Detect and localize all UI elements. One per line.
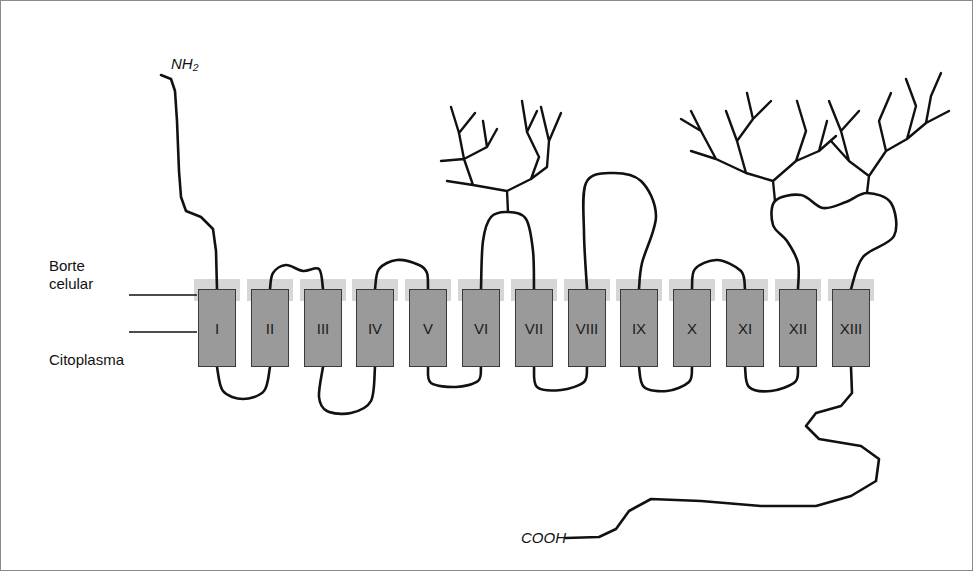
segment-number: I (215, 320, 219, 337)
peptide-loop (583, 173, 656, 289)
peptide-loop (375, 260, 428, 289)
chain-tails (161, 75, 879, 538)
peptide-loop (428, 367, 481, 387)
segment-number: II (266, 320, 274, 337)
transmembrane-segment: IV (356, 289, 394, 367)
segment-number: VII (525, 320, 543, 337)
peptide-loop (217, 367, 270, 399)
transmembrane-segment: X (673, 289, 711, 367)
peptide-loop (771, 193, 896, 289)
transmembrane-segment: XI (726, 289, 764, 367)
transmembrane-segment: VI (462, 289, 500, 367)
region-label: Citoplasma (49, 351, 149, 369)
membrane-boundary-lines (129, 295, 197, 332)
segment-number: XII (789, 320, 807, 337)
segment-number: XIII (840, 320, 863, 337)
transmembrane-segment: XII (779, 289, 817, 367)
segment-number: III (317, 320, 330, 337)
transmembrane-segment: IX (620, 289, 658, 367)
transmembrane-segment: II (251, 289, 289, 367)
peptide-loop (639, 367, 692, 391)
peptide-loop (481, 212, 534, 289)
peptide-loop (270, 265, 323, 289)
peptide-loop (534, 367, 587, 390)
segment-number: X (687, 320, 697, 337)
transmembrane-segment: I (198, 289, 236, 367)
glycan-trees (441, 73, 949, 212)
transmembrane-segment: V (409, 289, 447, 367)
segment-number: VI (474, 320, 488, 337)
transmembrane-segment: III (304, 289, 342, 367)
terminus-label: NH₂ (171, 55, 231, 73)
peptide-loop (745, 367, 798, 391)
segment-number: IX (632, 320, 646, 337)
peptide-loop (319, 367, 375, 414)
segment-number: VIII (576, 320, 599, 337)
transmembrane-segment: VIII (568, 289, 606, 367)
segment-number: V (423, 320, 433, 337)
peptide-loop (692, 260, 745, 289)
region-label: Borte celular (49, 257, 119, 293)
segment-number: IV (368, 320, 382, 337)
segment-number: XI (738, 320, 752, 337)
transmembrane-segment: XIII (832, 289, 870, 367)
transmembrane-segment: VII (515, 289, 553, 367)
terminus-label: COOH (521, 529, 581, 547)
